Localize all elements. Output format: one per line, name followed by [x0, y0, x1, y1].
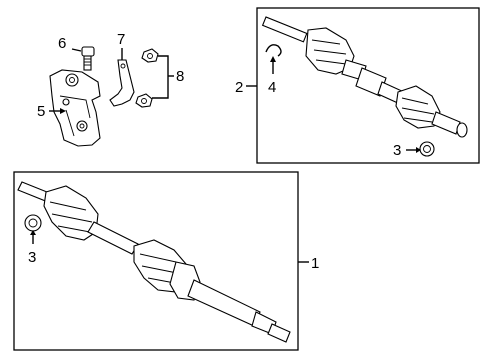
assembly-1-frame [13, 171, 299, 351]
callout-2: 2 [235, 79, 243, 96]
callout-6: 6 [58, 35, 66, 52]
nut-part-8-bottom [135, 93, 153, 108]
callout-5: 5 [37, 103, 45, 120]
callout-1: 1 [311, 255, 319, 272]
strap-part-7 [109, 59, 135, 107]
nut-part-3-lower [24, 214, 42, 232]
callout-4: 4 [268, 79, 276, 96]
axle-shaft-short [261, 16, 468, 138]
clip-part-4 [265, 44, 282, 57]
arrow-4 [270, 56, 276, 62]
leader-8 [152, 55, 169, 99]
callout-7: 7 [117, 31, 125, 48]
arrow-3-lower [30, 230, 36, 235]
arrow-3-upper [416, 147, 421, 153]
axle-shaft-long [17, 181, 291, 343]
bracket-part-5 [49, 69, 101, 147]
nut-part-8-top [141, 48, 159, 63]
callout-8: 8 [176, 68, 184, 85]
callout-3-lower: 3 [28, 249, 36, 266]
bolt-part-6 [81, 46, 95, 71]
leader-6 [71, 48, 82, 52]
nut-part-3-upper [419, 141, 435, 157]
arrow-5 [60, 108, 66, 114]
callout-3-upper: 3 [393, 142, 401, 159]
